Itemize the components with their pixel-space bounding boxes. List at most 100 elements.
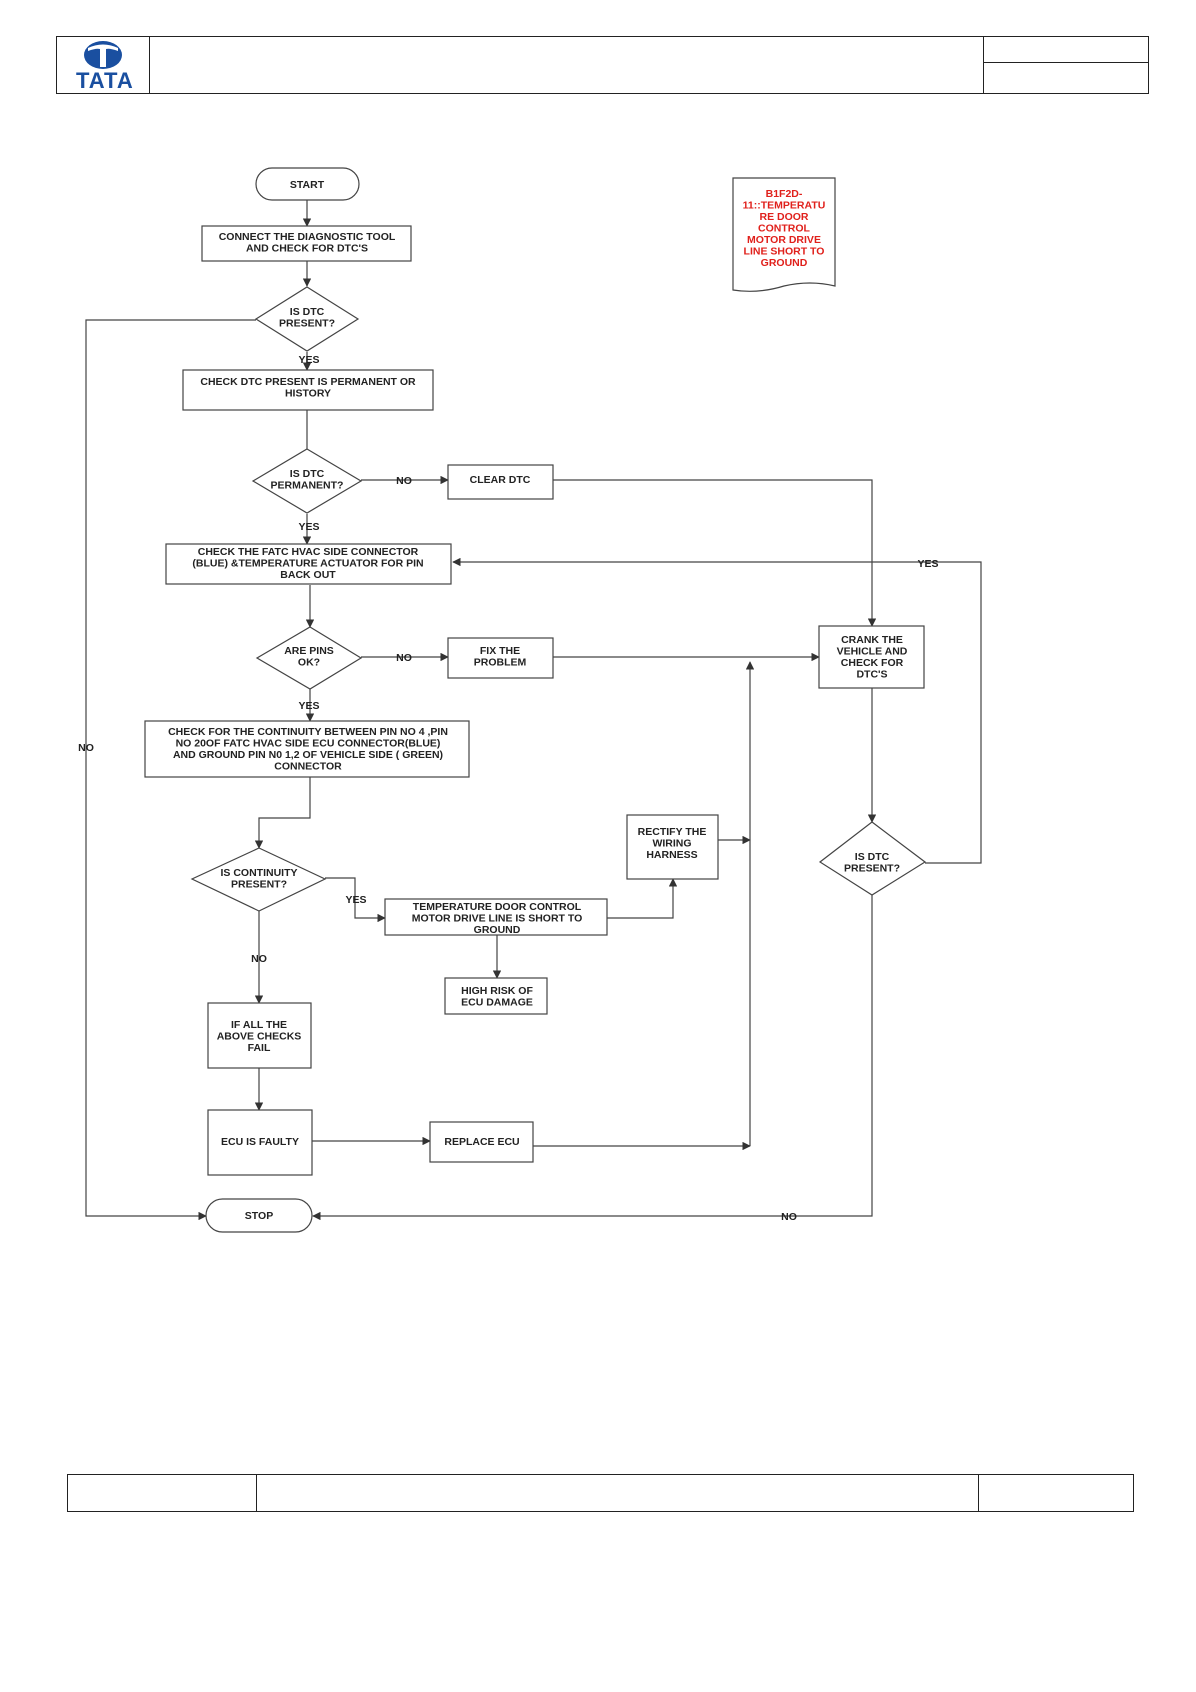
label-line: ECU DAMAGE bbox=[461, 997, 533, 1009]
label-line: CRANK THE bbox=[841, 634, 903, 646]
label-line: RE DOOR bbox=[759, 211, 808, 223]
decision-pins-ok bbox=[255, 626, 363, 690]
ecu-faulty-label: ECU IS FAULTY bbox=[221, 1136, 299, 1148]
check-connector-label: CHECK THE FATC HVAC SIDE CONNECTOR(BLUE)… bbox=[192, 546, 423, 581]
footer-left-cell bbox=[67, 1474, 257, 1512]
high-risk-box bbox=[444, 977, 548, 1015]
label-line: IS DTC bbox=[290, 306, 325, 318]
conn-continuity-decision4 bbox=[254, 777, 311, 849]
replace-ecu-box bbox=[429, 1121, 534, 1163]
label-line: RECTIFY THE bbox=[638, 826, 707, 838]
label-line: CHECK DTC PRESENT IS PERMANENT OR bbox=[200, 376, 416, 388]
check-continuity-box bbox=[144, 720, 470, 778]
label-line: GROUND bbox=[761, 257, 808, 269]
label-line: ABOVE CHECKS bbox=[217, 1031, 302, 1043]
branch-labels: YES NO NO YES YES NO YES YES NO NO bbox=[78, 354, 938, 1223]
fix-problem-box bbox=[447, 637, 554, 679]
check-permanent-box bbox=[182, 369, 434, 411]
no-label-decision3: NO bbox=[396, 652, 412, 664]
clear-dtc-box bbox=[447, 464, 554, 500]
decision-dtc-permanent bbox=[251, 448, 363, 514]
label-line: NO 20OF FATC HVAC SIDE ECU CONNECTOR(BLU… bbox=[176, 738, 441, 750]
yes-label-decision2: YES bbox=[298, 521, 319, 533]
label-line: OK? bbox=[298, 657, 320, 669]
label-line: START bbox=[290, 179, 325, 191]
label-line: IS CONTINUITY bbox=[220, 867, 297, 879]
label-line: FIX THE bbox=[480, 645, 520, 657]
no-label-decision2: NO bbox=[396, 475, 412, 487]
label-line: CHECK FOR THE CONTINUITY BETWEEN PIN NO … bbox=[168, 726, 448, 738]
label-line: CHECK THE FATC HVAC SIDE CONNECTOR bbox=[198, 546, 419, 558]
replace-ecu-label: REPLACE ECU bbox=[444, 1136, 519, 1148]
clear-dtc-label: CLEAR DTC bbox=[470, 474, 531, 486]
dtc-title-document-shape bbox=[732, 177, 836, 292]
tata-logo-icon bbox=[84, 41, 122, 69]
label-line: 11::TEMPERATU bbox=[743, 200, 826, 212]
conn-short-rectify bbox=[607, 878, 678, 919]
label-line: PROBLEM bbox=[474, 657, 527, 669]
stop-terminal bbox=[205, 1198, 313, 1233]
decision-dtc-present-2 bbox=[818, 821, 927, 896]
label-line: ECU IS FAULTY bbox=[221, 1136, 299, 1148]
yes-label-decision1: YES bbox=[298, 354, 319, 366]
start-label: START bbox=[290, 179, 325, 191]
header-logo-cell bbox=[56, 36, 150, 94]
conn-decision4-yes-short bbox=[325, 877, 386, 923]
label-line: PERMANENT? bbox=[271, 480, 344, 492]
label-line: (BLUE) &TEMPERATURE ACTUATOR FOR PIN bbox=[192, 558, 423, 570]
label-line: REPLACE ECU bbox=[444, 1136, 519, 1148]
label-line: FAIL bbox=[248, 1042, 271, 1054]
label-line: MOTOR DRIVE LINE IS SHORT TO bbox=[412, 913, 583, 925]
conn-decision1-no-stop bbox=[85, 319, 256, 1221]
label-line: CONTROL bbox=[758, 223, 810, 235]
no-label-decision4: NO bbox=[251, 953, 267, 965]
label-line: IF ALL THE bbox=[231, 1019, 287, 1031]
check-connector-box bbox=[165, 543, 452, 585]
no-label-decision1: NO bbox=[78, 742, 94, 754]
short-to-ground-box bbox=[384, 898, 608, 936]
label-line: IS DTC bbox=[855, 851, 890, 863]
label-line: PRESENT? bbox=[844, 863, 900, 875]
label-line: BACK OUT bbox=[280, 569, 336, 581]
decision-dtc-present-1 bbox=[254, 286, 360, 352]
logo-text: TATA bbox=[76, 68, 134, 93]
conn-decision5-yes-connector bbox=[452, 557, 982, 864]
decision-continuity-present bbox=[190, 847, 327, 912]
check-continuity-label: CHECK FOR THE CONTINUITY BETWEEN PIN NO … bbox=[168, 726, 448, 773]
connectors bbox=[85, 200, 982, 1221]
label-line: TEMPERATURE DOOR CONTROL bbox=[413, 901, 582, 913]
label-line: MOTOR DRIVE bbox=[747, 234, 821, 246]
footer-right-cell bbox=[978, 1474, 1134, 1512]
stop-label: STOP bbox=[245, 1210, 273, 1222]
label-line: CONNECTOR bbox=[274, 761, 342, 773]
crank-vehicle-box bbox=[818, 625, 925, 689]
ecu-faulty-box bbox=[207, 1109, 313, 1176]
yes-label-decision3: YES bbox=[298, 700, 319, 712]
label-line: LINE SHORT TO bbox=[744, 246, 825, 258]
yes-label-decision4: YES bbox=[345, 894, 366, 906]
label-line: AND GROUND PIN N0 1,2 OF VEHICLE SIDE ( … bbox=[173, 749, 443, 761]
label-line: IS DTC bbox=[290, 468, 325, 480]
label-line: VEHICLE AND bbox=[837, 646, 908, 658]
all-checks-fail-box bbox=[207, 1002, 312, 1069]
label-line: CHECK FOR bbox=[841, 657, 904, 669]
label-line: GROUND bbox=[474, 924, 521, 936]
label-line: PRESENT? bbox=[279, 318, 335, 330]
label-line: HISTORY bbox=[285, 388, 331, 400]
label-line: PRESENT? bbox=[231, 879, 287, 891]
yes-label-decision5: YES bbox=[917, 558, 938, 570]
